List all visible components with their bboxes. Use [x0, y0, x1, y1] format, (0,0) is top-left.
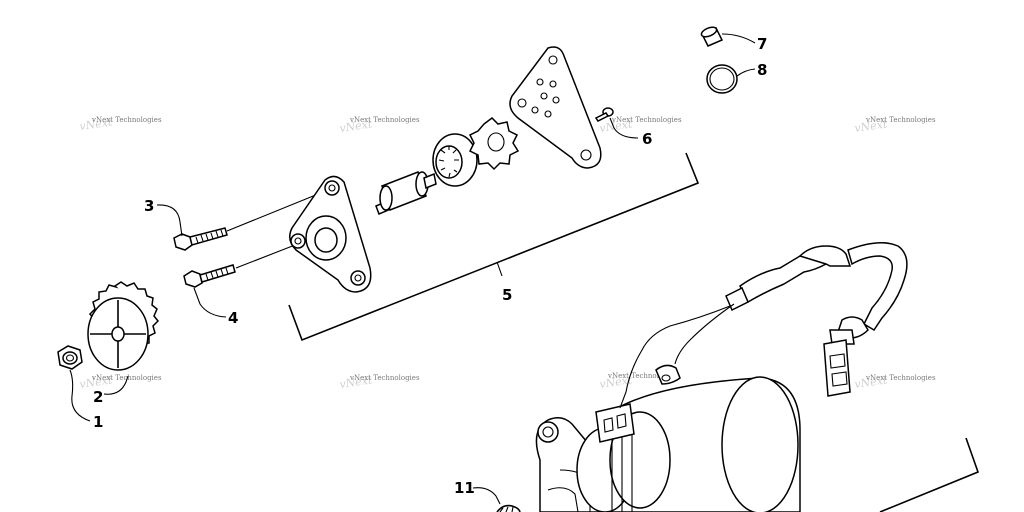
leader-8 — [736, 68, 756, 77]
leader-2 — [103, 375, 129, 395]
svg-text:vNext: vNext — [599, 373, 634, 391]
part-3-bolt — [173, 189, 329, 251]
leader-7 — [721, 33, 756, 44]
callout-7: 7 — [757, 35, 767, 53]
leader-11 — [472, 487, 501, 505]
part-2-sprocket — [87, 281, 160, 371]
svg-text:vNext: vNext — [79, 115, 114, 133]
watermark: vNext vNext Technologies — [599, 116, 682, 135]
watermark: vNext vNext Technologies — [339, 373, 420, 391]
part-7-cap — [700, 26, 724, 47]
watermark-text: vNext Technologies — [349, 116, 420, 124]
part-5-left-bracket — [289, 175, 372, 293]
watermark-text: vNext Technologies — [607, 372, 678, 380]
part-5-plate — [509, 46, 602, 169]
callout-3: 3 — [144, 197, 154, 215]
callout-5: 5 — [502, 286, 512, 304]
part-8-o-ring — [706, 64, 738, 94]
leader-1 — [69, 369, 91, 422]
svg-text:vNext: vNext — [854, 117, 889, 135]
group-5-bracket-line — [288, 152, 700, 342]
leader-4 — [193, 287, 227, 318]
watermark: vNext vNext Technologies — [854, 373, 936, 391]
watermark-text: vNext Technologies — [91, 374, 162, 382]
watermark: vNext vNext Technologies — [79, 373, 162, 391]
watermark-text: vNext Technologies — [611, 116, 682, 124]
watermark-text: vNext Technologies — [91, 116, 162, 124]
callout-8: 8 — [757, 61, 767, 79]
svg-text:vNext: vNext — [79, 373, 114, 391]
watermark-text: vNext Technologies — [349, 374, 420, 382]
svg-text:vNext: vNext — [599, 117, 634, 135]
callout-6: 6 — [642, 130, 652, 148]
svg-text:vNext: vNext — [339, 117, 374, 135]
callout-2: 2 — [93, 388, 103, 406]
watermark-text: vNext Technologies — [865, 374, 936, 382]
part-5-star-piece — [468, 117, 520, 171]
svg-text:vNext: vNext — [339, 373, 374, 391]
wiring-harness — [619, 242, 908, 409]
watermark: vNext vNext Technologies — [339, 116, 420, 135]
part-4-bolt — [183, 244, 296, 288]
leader-lines — [69, 33, 756, 505]
part-1-nut — [57, 345, 83, 370]
part-6-screw — [594, 107, 614, 122]
group-motor-bracket-line — [879, 437, 980, 512]
watermark: vNext vNext Technologies — [854, 116, 936, 135]
leader-3 — [156, 204, 183, 237]
leader-6 — [609, 117, 639, 139]
callout-11: 11 — [454, 479, 475, 497]
callout-4: 4 — [228, 309, 238, 327]
callouts: 1 2 3 4 5 6 7 8 11 — [93, 35, 767, 497]
starter-motor — [496, 376, 801, 512]
watermark-text: vNext Technologies — [865, 116, 936, 124]
callout-1: 1 — [93, 413, 103, 431]
watermark: vNext vNext Technologies — [599, 372, 678, 391]
svg-text:vNext: vNext — [854, 373, 889, 391]
watermark: vNext vNext Technologies — [79, 115, 162, 133]
watermarks: vNext vNext Technologies vNext vNext Tec… — [79, 115, 936, 391]
part-5-shaft — [375, 171, 437, 215]
part-5-gear — [432, 133, 478, 187]
